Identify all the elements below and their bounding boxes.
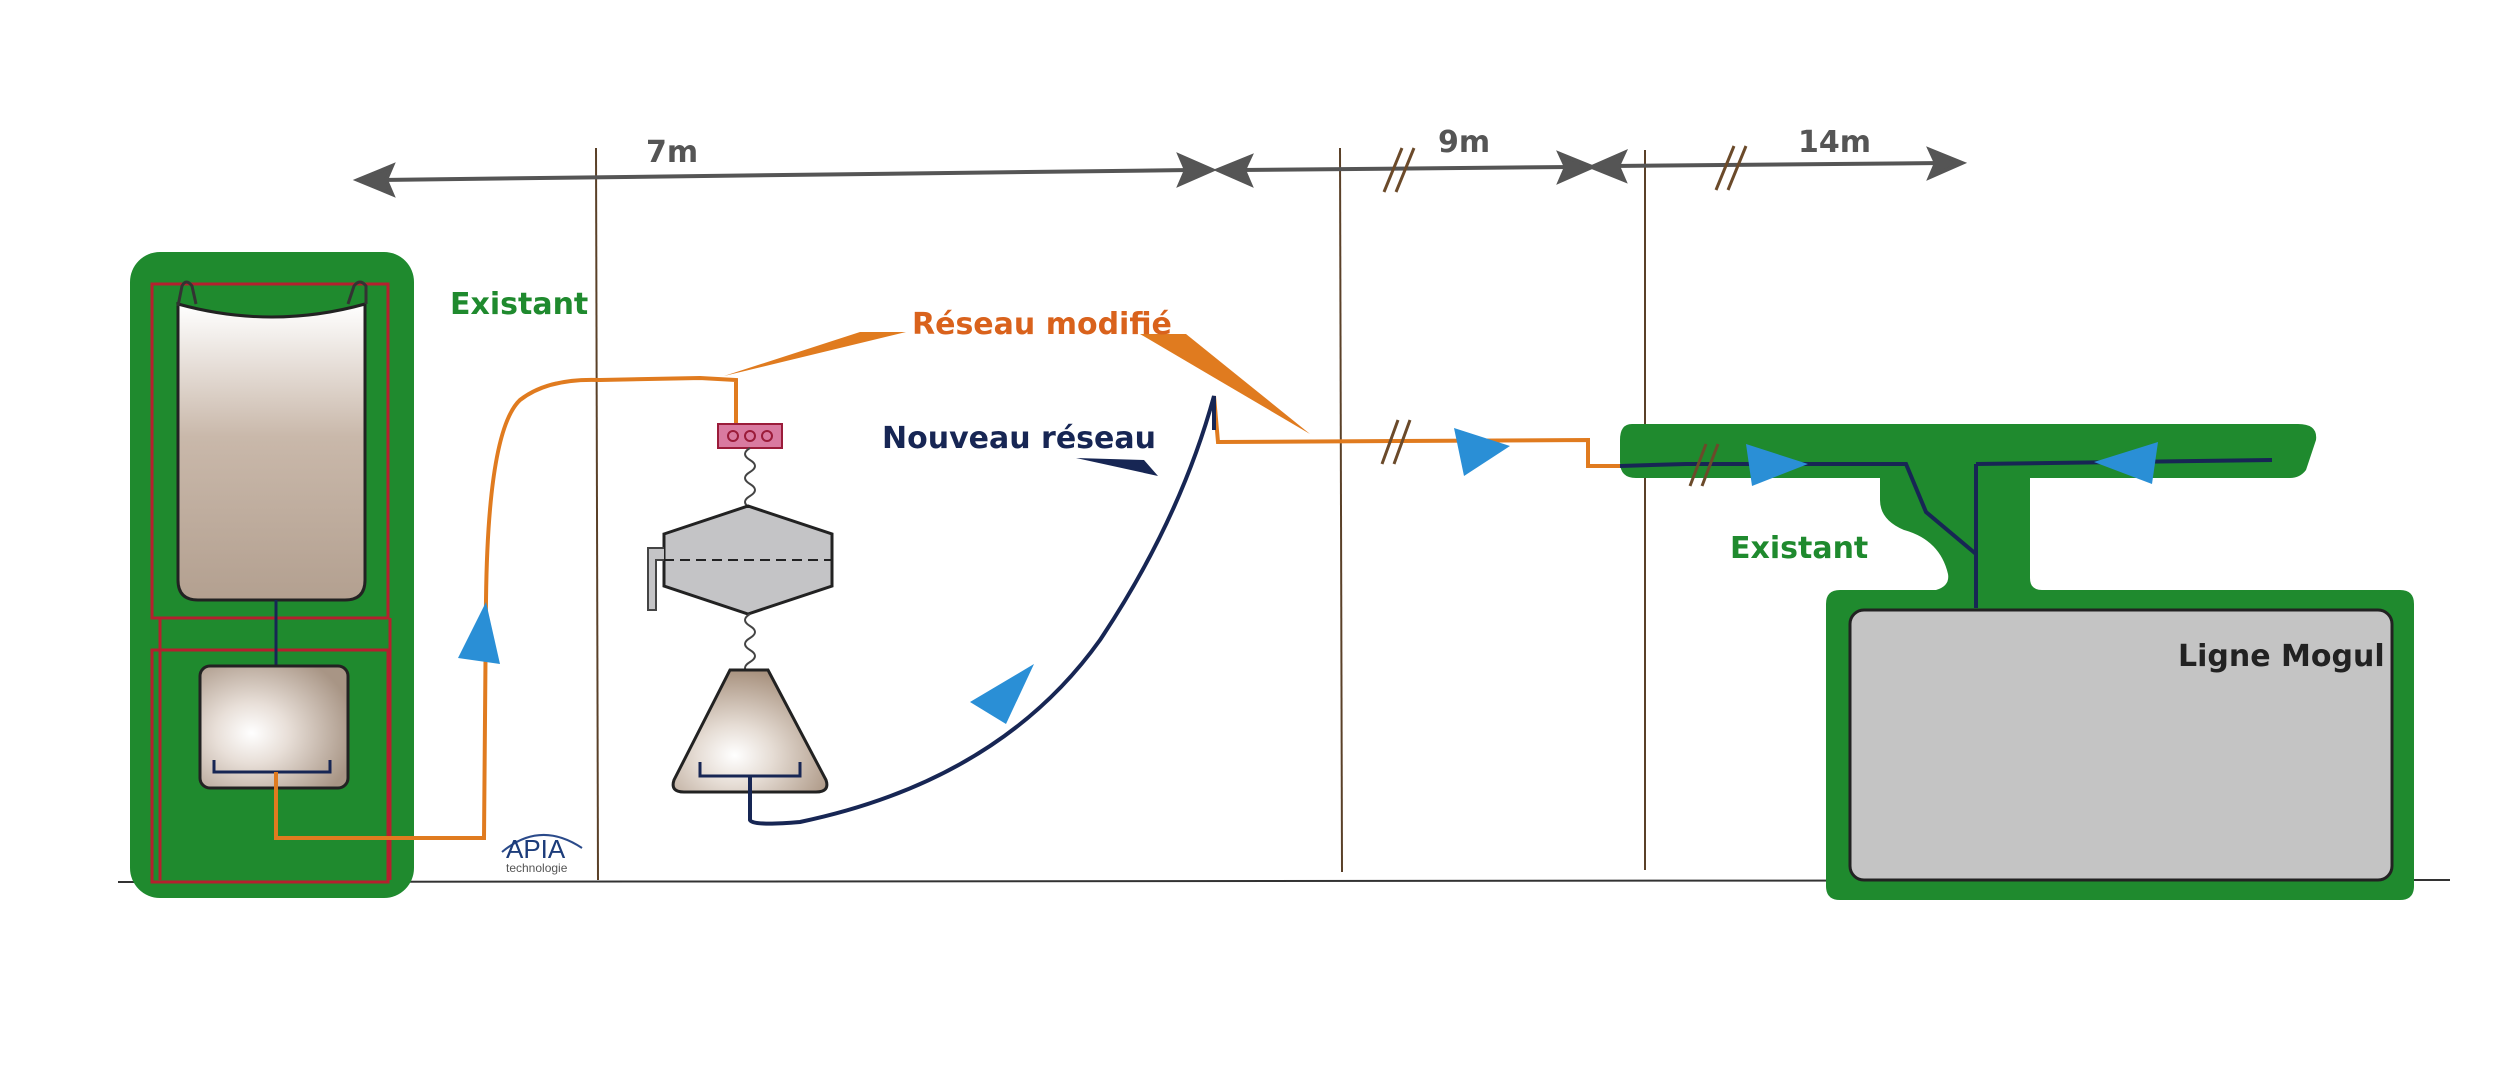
ligne-mogul-box <box>1848 608 2394 882</box>
flow-arrow-right-navy <box>1746 444 1808 486</box>
receiving-hopper <box>671 668 829 794</box>
dimension-label-14m: 14m <box>1798 125 1871 160</box>
modified-network-line-right <box>1212 395 1620 468</box>
existing-mogul-line <box>1619 424 2414 900</box>
dimension-label-9m: 9m <box>1438 125 1490 160</box>
apia-logo-tagline: technologie <box>506 861 568 875</box>
flow-arrow-right-orange <box>1454 428 1510 476</box>
flow-arrow-left-navy <box>2094 442 2158 484</box>
reseau-modifie-label: Réseau modifié <box>912 307 1172 342</box>
break-marks-orange <box>1380 419 1412 465</box>
separator-line-2 <box>1339 147 1343 873</box>
nouveau-reseau-callout <box>1076 458 1158 476</box>
separator-line-1 <box>595 147 599 881</box>
reseau-modifie-callout-right <box>1140 334 1310 434</box>
bag-station-hopper <box>198 664 350 790</box>
big-bag <box>176 302 367 602</box>
modified-network-line <box>274 375 738 840</box>
existing-bag-station <box>130 252 414 898</box>
separator-equipment <box>647 423 834 794</box>
dimension-arrows <box>352 146 1968 198</box>
existant-label-right: Existant <box>1730 531 1868 566</box>
ligne-mogul-label: Ligne Mogul <box>2178 639 2385 674</box>
nouveau-reseau-label: Nouveau réseau <box>882 421 1156 456</box>
dimension-label-7m: 7m <box>646 135 698 170</box>
reseau-modifie-callout <box>724 332 906 376</box>
new-network-line <box>748 395 1216 826</box>
dimension-break-marks <box>1382 145 1748 193</box>
apia-logo-text: APIA <box>506 834 566 864</box>
flow-arrow-up <box>458 602 500 664</box>
apia-logo: APIA technologie <box>501 834 583 875</box>
flow-arrow-new-network <box>970 664 1034 724</box>
existant-label-left: Existant <box>450 287 588 322</box>
